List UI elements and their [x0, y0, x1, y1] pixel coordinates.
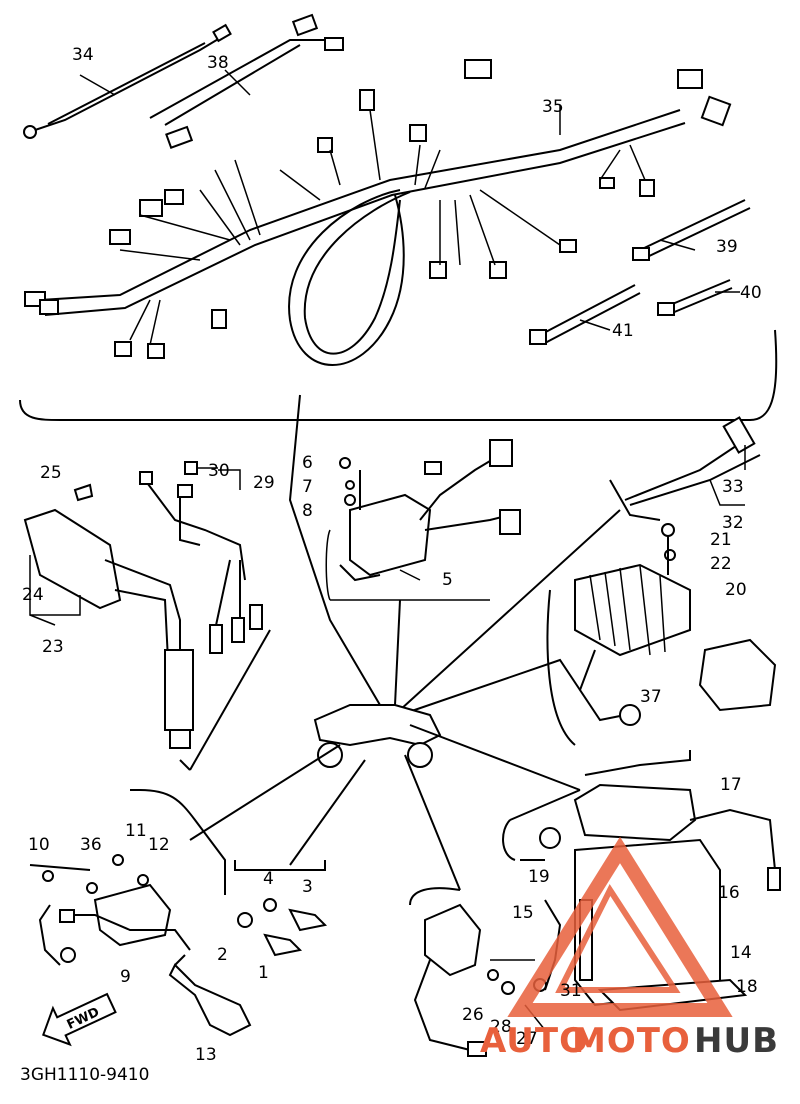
- label-30: 30: [208, 461, 230, 481]
- label-29: 29: [253, 473, 275, 493]
- label-37: 37: [640, 687, 662, 707]
- label-3: 3: [302, 877, 313, 897]
- label-27: 27: [516, 1029, 538, 1049]
- middle-group: [23, 394, 777, 891]
- label-35: 35: [542, 97, 564, 117]
- label-40: 40: [740, 283, 762, 303]
- label-39: 39: [716, 237, 738, 257]
- label-25: 25: [40, 463, 62, 483]
- label-6: 6: [302, 453, 313, 473]
- label-34: 34: [72, 45, 94, 65]
- label-1: 1: [258, 963, 269, 983]
- label-41: 41: [612, 321, 634, 341]
- label-10: 10: [28, 835, 50, 855]
- watermark-hub: HUB: [694, 1021, 779, 1061]
- label-11: 11: [125, 821, 147, 841]
- watermark-logo: [507, 836, 733, 1017]
- label-5: 5: [442, 570, 453, 590]
- label-23: 23: [42, 637, 64, 657]
- label-12: 12: [148, 835, 170, 855]
- label-14: 14: [730, 943, 752, 963]
- label-36: 36: [80, 835, 102, 855]
- label-22: 22: [710, 554, 732, 574]
- label-32: 32: [722, 513, 744, 533]
- label-13: 13: [195, 1045, 217, 1065]
- label-26: 26: [462, 1005, 484, 1025]
- label-21: 21: [710, 530, 732, 550]
- lead-34: [34, 34, 226, 131]
- watermark-auto: AUTO: [480, 1021, 589, 1061]
- bottom-group: [29, 750, 781, 1057]
- label-9: 9: [120, 967, 131, 987]
- lead-38: [149, 39, 330, 119]
- label-33: 33: [722, 477, 744, 497]
- watermark-moto: MOTO: [572, 1021, 691, 1061]
- label-31: 31: [560, 981, 582, 1001]
- part-labels: 34 38 35 39 40 41 25 30 29 24 23 6 7 8 5…: [22, 45, 762, 1065]
- watermark-text: AUTO MOTO HUB: [480, 1021, 779, 1061]
- label-18: 18: [736, 977, 758, 997]
- label-16: 16: [718, 883, 740, 903]
- harness-group: [19, 13, 778, 421]
- label-7: 7: [302, 477, 313, 497]
- label-24: 24: [22, 585, 44, 605]
- label-20: 20: [725, 580, 747, 600]
- label-4: 4: [263, 869, 274, 889]
- label-19: 19: [528, 867, 550, 887]
- label-28: 28: [490, 1017, 512, 1037]
- label-38: 38: [207, 53, 229, 73]
- fwd-arrow: FWD: [41, 992, 117, 1047]
- label-17: 17: [720, 775, 742, 795]
- diagram-code: 3GH1110-9410: [20, 1065, 149, 1085]
- label-8: 8: [302, 501, 313, 521]
- label-2: 2: [217, 945, 228, 965]
- label-15: 15: [512, 903, 534, 923]
